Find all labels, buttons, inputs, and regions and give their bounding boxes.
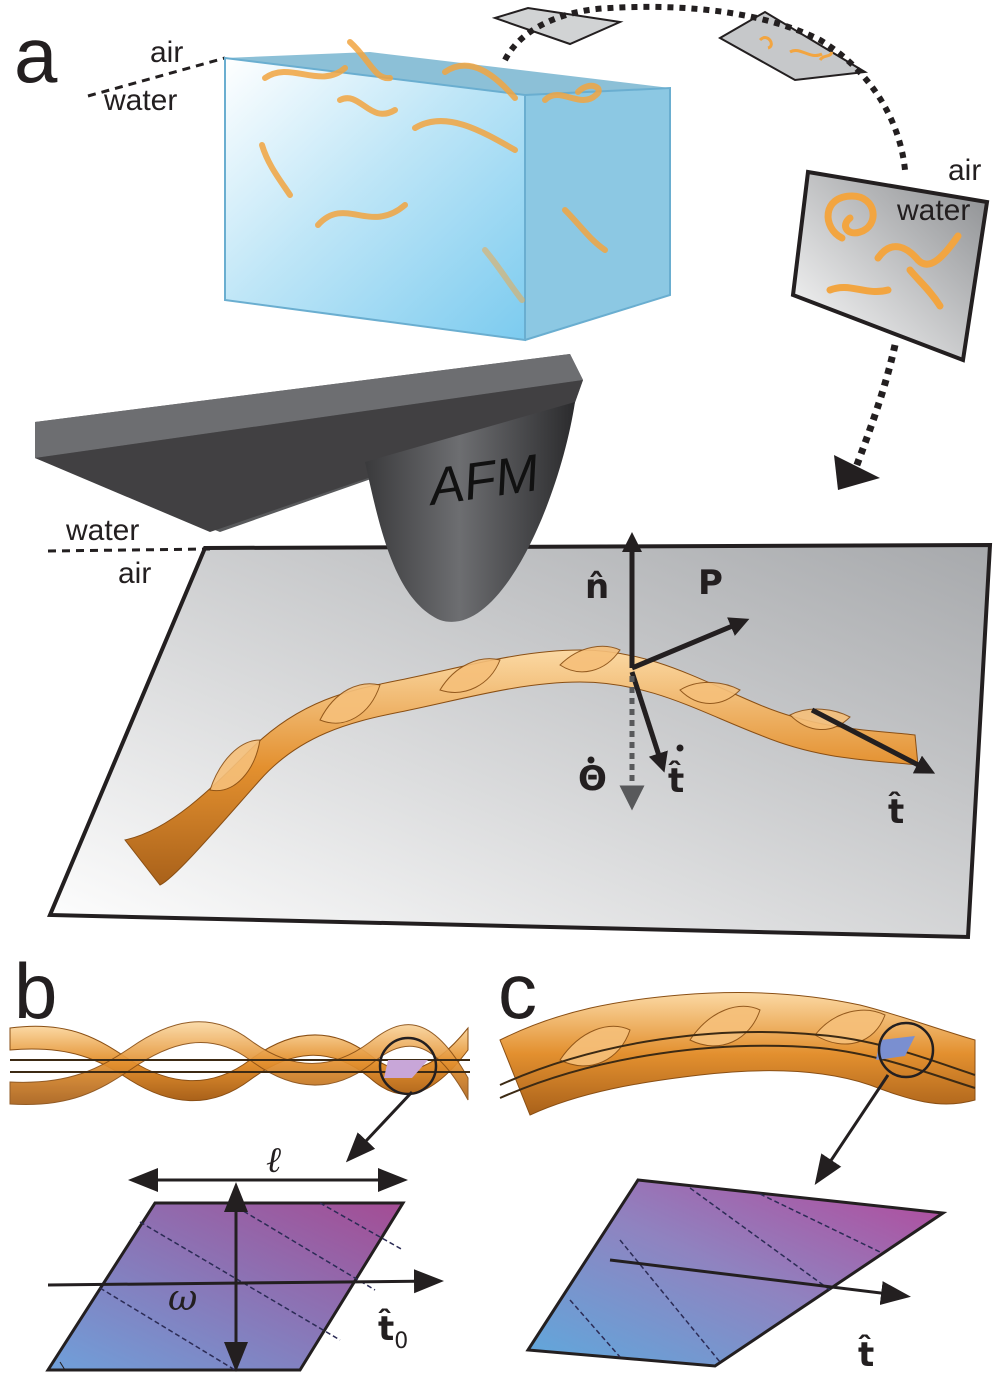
pitch-label: ℓ (266, 1140, 281, 1181)
panel-b-ribbon (9, 1021, 470, 1106)
air-label-afm: air (118, 557, 151, 590)
panel-b-patch: ℓ ω t̂0 (45, 1140, 444, 1372)
panel-c-t-arrow (609, 1258, 911, 1306)
panel-c-ribbon (499, 992, 976, 1116)
panel-c-zoom-circle (877, 1021, 935, 1079)
afm-cantilever: AFM (35, 354, 583, 622)
transfer-slide-1 (491, 6, 624, 46)
air-label: air (150, 36, 183, 69)
water-label-afm: water (65, 514, 139, 547)
afm-tip (365, 402, 575, 622)
tangent-vector-arrow (810, 707, 936, 774)
panel-b-zoom-arrow (345, 1090, 414, 1163)
polarization-vector-arrow (631, 617, 750, 671)
top-interface: air water (87, 36, 226, 117)
t-dot-mark (676, 744, 684, 752)
t-dot-vector-arrow (629, 671, 668, 773)
theta-dot-mark (587, 756, 595, 764)
panel-b-zoom-circle (378, 1036, 438, 1096)
transfer-path (502, 3, 908, 490)
air-label-right: air (948, 154, 981, 187)
polarization-vector-label: P (698, 563, 723, 603)
t0-arrow (47, 1269, 444, 1294)
transfer-arrowhead (834, 455, 880, 490)
tangent-vector-label: t̂ (888, 791, 904, 832)
panel-c-zoom-arrow (814, 1074, 890, 1185)
vector-diagram: n̂ P t̂ Θ t̂ (578, 532, 936, 832)
theta-dot-vector-label: Θ (578, 759, 607, 799)
panel-c-label: c (498, 947, 537, 1035)
panel-c-patch: t̂ (525, 1178, 948, 1375)
panel-a-label: a (14, 11, 58, 99)
afm-interface: water air (47, 514, 211, 590)
water-label: water (103, 84, 177, 117)
t-dot-vector-label: t̂ (668, 760, 684, 801)
transfer-slide-2 (717, 10, 869, 82)
water-label-right: water (896, 194, 970, 227)
panel-c-t-label: t̂ (858, 1334, 874, 1375)
substrate (47, 542, 993, 940)
water-trough (224, 39, 671, 342)
collection-slide: air water (790, 154, 990, 363)
normal-vector-label: n̂ (585, 567, 609, 607)
panel-b-label: b (14, 947, 57, 1035)
twisted-ribbon (124, 645, 919, 886)
t0-label: t̂0 (378, 1308, 408, 1354)
